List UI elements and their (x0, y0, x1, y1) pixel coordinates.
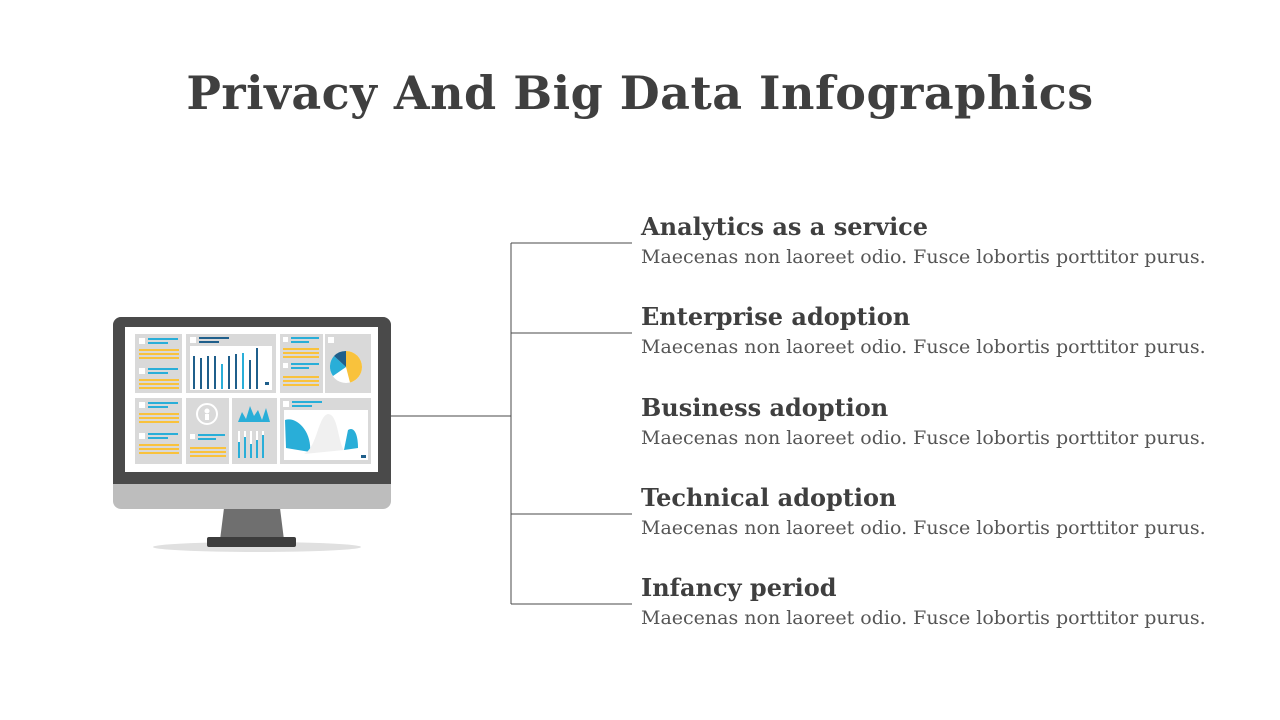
item-description: Maecenas non laoreet odio. Fusce loborti… (641, 336, 1206, 358)
dashboard-monitor-icon (113, 317, 391, 552)
list-item: Infancy period Maecenas non laoreet odio… (641, 573, 1241, 631)
page-title: Privacy And Big Data Infographics (186, 66, 1094, 120)
list-item: Technical adoption Maecenas non laoreet … (641, 483, 1241, 541)
list-item: Analytics as a service Maecenas non laor… (641, 212, 1241, 270)
item-heading: Technical adoption (641, 483, 897, 512)
item-heading: Enterprise adoption (641, 302, 911, 331)
item-description: Maecenas non laoreet odio. Fusce loborti… (641, 427, 1206, 449)
list-item: Enterprise adoption Maecenas non laoreet… (641, 302, 1241, 360)
list-item: Business adoption Maecenas non laoreet o… (641, 393, 1241, 451)
item-heading: Infancy period (641, 573, 837, 602)
item-heading: Analytics as a service (641, 212, 929, 241)
item-description: Maecenas non laoreet odio. Fusce loborti… (641, 246, 1206, 268)
item-description: Maecenas non laoreet odio. Fusce loborti… (641, 517, 1206, 539)
item-description: Maecenas non laoreet odio. Fusce loborti… (641, 607, 1206, 629)
item-heading: Business adoption (641, 393, 889, 422)
